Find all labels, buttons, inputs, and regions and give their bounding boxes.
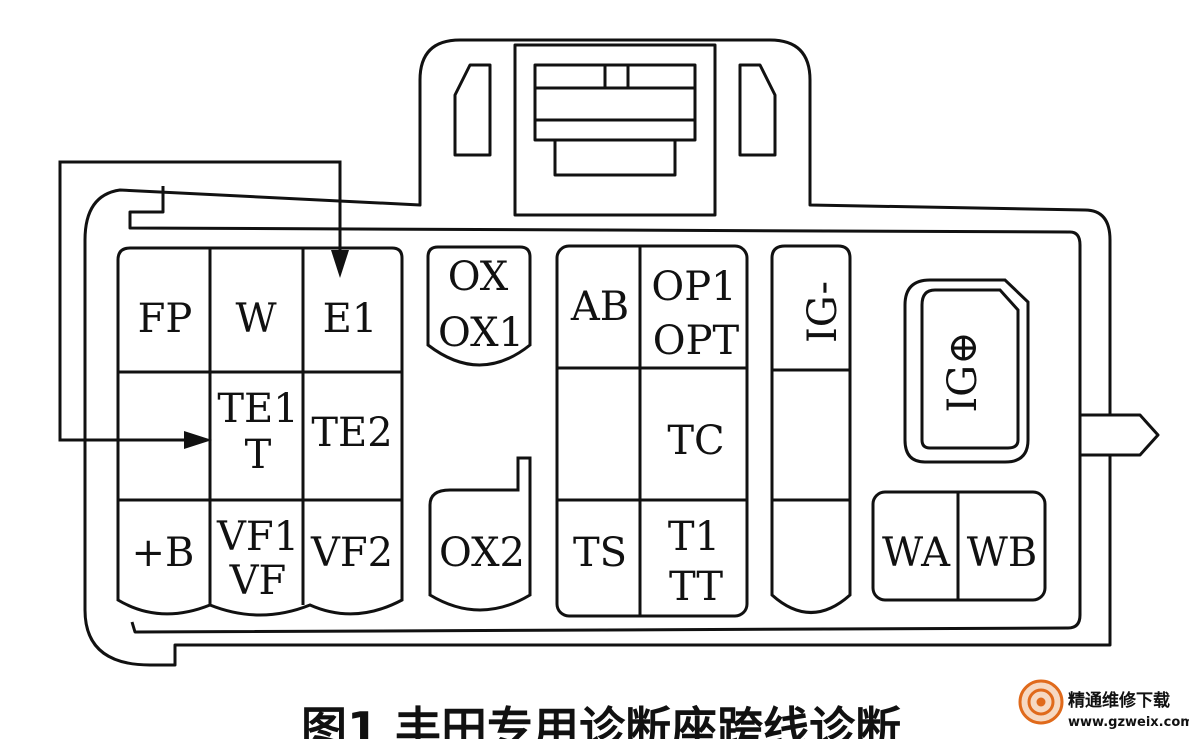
- figure-caption: 图1 丰田专用诊断座跨线诊断: [301, 702, 901, 739]
- jumper-arrow-te1: [184, 431, 212, 449]
- pin-ox2-label: OX2: [439, 530, 525, 576]
- latch-slot: [533, 63, 697, 177]
- pin-ab-label: AB: [570, 284, 629, 330]
- connector-housing: [83, 38, 1160, 667]
- pin-block-left-outline: [116, 246, 404, 617]
- latch-left-ear: [453, 63, 492, 157]
- pin-t-label: T: [245, 432, 272, 478]
- pin-ox2-outline: [428, 456, 532, 612]
- pin-block-middle: [555, 244, 749, 618]
- watermark-url: www.gzweix.com: [1068, 715, 1189, 730]
- pin-wb-label: WB: [967, 530, 1038, 576]
- pin-te1-label: TE1: [217, 386, 298, 432]
- pin-w-label: W: [235, 296, 276, 342]
- pin-ig-plus-housing: [903, 278, 1030, 464]
- pin-vf2-label: VF2: [310, 530, 393, 576]
- pin-ig-minus-strip: [770, 244, 852, 614]
- watermark-logo-icon: [1018, 679, 1064, 725]
- pin-labels: FP W E1 TE1 T TE2 +B VF1 VF VF2 OX OX1 O…: [132, 254, 1038, 610]
- pin-tc-label: TC: [667, 418, 724, 464]
- pin-t1-label: T1: [668, 514, 720, 560]
- pin-plus-b-label: +B: [132, 530, 195, 576]
- latch-outline: [513, 43, 717, 217]
- watermark-brand: 精通维修下载: [1068, 690, 1170, 711]
- pin-vf1-label: VF1: [216, 514, 299, 560]
- pin-block-left: [116, 246, 404, 617]
- pin-ox1-label: OX1: [438, 310, 524, 356]
- watermark: 精通维修下载 www.gzweix.com: [1018, 679, 1189, 730]
- pin-ts-label: TS: [573, 530, 627, 576]
- pin-vf-label: VF: [229, 558, 287, 604]
- housing-inner-outline: [128, 186, 1082, 634]
- pin-fp-label: FP: [138, 296, 193, 342]
- pin-te2-label: TE2: [311, 410, 392, 456]
- pin-ox-outline: [426, 245, 532, 367]
- pin-ox-label: OX: [448, 254, 509, 300]
- jumper-arrow-e1: [331, 250, 349, 278]
- pin-tt-label: TT: [669, 564, 723, 610]
- jumper-wire-line: [58, 160, 342, 442]
- pin-e1-label: E1: [323, 296, 378, 342]
- pin-opt-label: OPT: [653, 318, 740, 364]
- pin-ig-minus-label: IG-: [800, 281, 846, 343]
- pin-wa-label: WA: [882, 530, 951, 576]
- pin-op1-label: OP1: [651, 264, 736, 310]
- jumper-wire: [58, 160, 349, 449]
- pin-ig-plus-label: IG⊕: [940, 331, 986, 412]
- latch-right-ear: [738, 63, 777, 157]
- housing-outline: [83, 38, 1160, 667]
- pin-block-middle-outline: [555, 244, 749, 618]
- pin-block-wa-wb: [871, 490, 1047, 602]
